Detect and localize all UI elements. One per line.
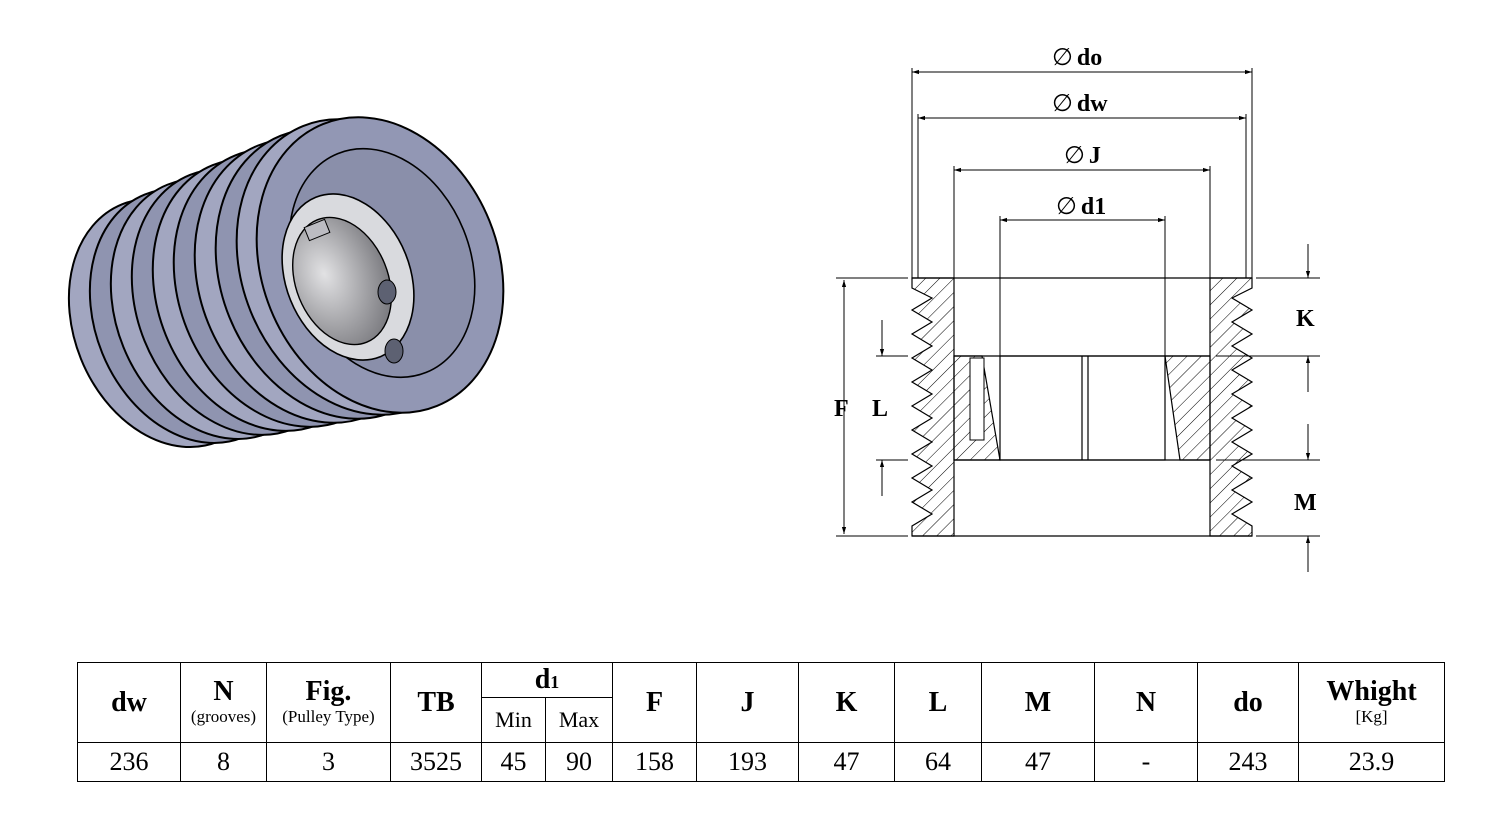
diameter-symbol: ∅	[1052, 91, 1073, 117]
cell-d1-max: 90	[544, 742, 614, 782]
l-label: L	[872, 396, 888, 422]
cell-tb: 3525	[390, 742, 482, 782]
cell-j: 193	[696, 742, 800, 782]
pulley-3d-render	[67, 116, 505, 449]
header-weight: Whight[Kg]	[1298, 662, 1446, 743]
header-row: dw N(grooves) Fig.(Pulley Type) TB d1 F …	[77, 662, 1446, 743]
header-j: J	[696, 662, 800, 743]
keyway	[303, 218, 331, 242]
header-d1-subscript: 1	[550, 672, 560, 692]
cell-do: 243	[1197, 742, 1300, 782]
cell-f: 158	[612, 742, 698, 782]
header-n-label: N	[213, 676, 234, 708]
cell-n: 8	[180, 742, 267, 782]
diameter-symbol: ∅	[1052, 45, 1073, 71]
header-d1: d1	[480, 662, 614, 698]
cell-dw: 236	[77, 742, 181, 782]
svg-text:∅J: ∅J	[1064, 143, 1101, 169]
left-wall-section	[910, 277, 955, 537]
header-weight-unit: [Kg]	[1355, 707, 1388, 727]
header-d1-max: Max	[544, 697, 614, 743]
cell-l: 64	[894, 742, 983, 782]
header-n2: N	[1094, 662, 1199, 743]
header-n-sub: (grooves)	[190, 707, 257, 727]
cell-k: 47	[798, 742, 896, 782]
cell-d1-min: 45	[481, 742, 546, 782]
header-l: L	[894, 662, 983, 743]
d1-label: d1	[1081, 194, 1106, 220]
diameter-symbol: ∅	[1056, 194, 1077, 220]
bushing-screw-hole	[377, 279, 397, 305]
bushing-screw	[969, 357, 985, 441]
svg-text:∅do: ∅do	[1052, 45, 1102, 71]
bore	[292, 216, 392, 346]
diameter-symbol: ∅	[1064, 143, 1085, 169]
header-m: M	[981, 662, 1096, 743]
m-label: M	[1294, 490, 1317, 516]
svg-text:∅dw: ∅dw	[1052, 91, 1108, 117]
svg-text:∅d1: ∅d1	[1056, 194, 1106, 220]
header-fig-label: Fig.	[305, 676, 352, 708]
header-tb: TB	[390, 662, 482, 743]
f-label: F	[834, 396, 849, 422]
header-fig-sub: (Pulley Type)	[282, 707, 375, 727]
header-weight-label: Whight	[1326, 676, 1417, 708]
j-label: J	[1089, 143, 1101, 169]
pulley-section-drawing: ∅do ∅dw ∅J ∅d1 F L K M	[834, 45, 1320, 572]
cell-n2: -	[1094, 742, 1199, 782]
header-do: do	[1197, 662, 1300, 743]
header-d1-label: d	[534, 664, 551, 695]
header-f: F	[612, 662, 698, 743]
bushing-screw-hole	[384, 338, 404, 364]
header-k: K	[798, 662, 896, 743]
header-d1-min: Min	[481, 697, 546, 743]
spec-table: dw N(grooves) Fig.(Pulley Type) TB d1 F …	[77, 662, 1446, 782]
right-wall-section	[1209, 277, 1254, 537]
cell-fig: 3	[266, 742, 391, 782]
cell-m: 47	[981, 742, 1096, 782]
k-label: K	[1296, 306, 1315, 332]
hub-web-right	[1164, 355, 1211, 461]
table-row: 236 8 3 3525 45 90 158 193 47 64 47 - 24…	[77, 742, 1446, 782]
subheader-row: Min Max	[78, 697, 1445, 743]
header-fig: Fig.(Pulley Type)	[266, 662, 391, 743]
cell-weight: 23.9	[1298, 742, 1446, 782]
header-n: N(grooves)	[180, 662, 267, 743]
do-label: do	[1077, 45, 1102, 71]
dw-label: dw	[1077, 91, 1108, 117]
header-dw: dw	[77, 662, 181, 743]
